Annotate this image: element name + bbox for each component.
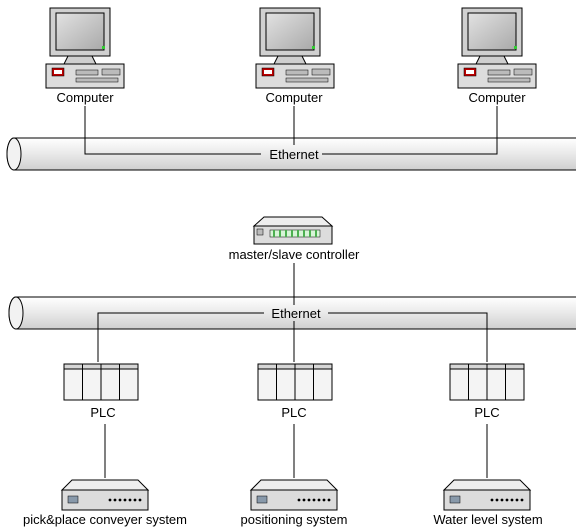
- computer-3: Computer: [457, 7, 537, 105]
- device-icon: [443, 479, 531, 511]
- plc-3: PLC: [449, 363, 525, 420]
- system-water-level: Water level system: [433, 479, 543, 527]
- device-icon: [250, 479, 338, 511]
- plc-rack-icon: [449, 363, 525, 401]
- computer-2: Computer: [255, 7, 335, 105]
- plc-label: PLC: [281, 405, 306, 420]
- switch-icon: [252, 216, 334, 245]
- device-icon: [61, 479, 149, 511]
- controller-label: master/slave controller: [229, 247, 360, 262]
- lower-ethernet-pipe: [8, 296, 576, 330]
- lower-ethernet-label: Ethernet: [271, 306, 321, 321]
- upper-links: [84, 106, 498, 155]
- computer-label: Computer: [265, 90, 323, 105]
- plc-1: PLC: [63, 363, 139, 420]
- system-label: pick&place conveyer system: [23, 512, 187, 527]
- system-label: positioning system: [241, 512, 348, 527]
- computer-icon: [45, 7, 125, 89]
- lower-links: [97, 312, 488, 478]
- upper-ethernet-label: Ethernet: [269, 147, 319, 162]
- master-slave-controller: master/slave controller: [229, 216, 360, 262]
- system-label: Water level system: [433, 512, 542, 527]
- computer-icon: [255, 7, 335, 89]
- computer-label: Computer: [468, 90, 526, 105]
- plc-label: PLC: [474, 405, 499, 420]
- system-pick-place: pick&place conveyer system: [23, 479, 187, 527]
- computer-label: Computer: [56, 90, 114, 105]
- upper-ethernet-pipe: [6, 137, 576, 171]
- plc-label: PLC: [90, 405, 115, 420]
- plc-rack-icon: [257, 363, 333, 401]
- computer-1: Computer: [45, 7, 125, 105]
- system-positioning: positioning system: [241, 479, 348, 527]
- plc-rack-icon: [63, 363, 139, 401]
- plc-2: PLC: [257, 363, 333, 420]
- computer-icon: [457, 7, 537, 89]
